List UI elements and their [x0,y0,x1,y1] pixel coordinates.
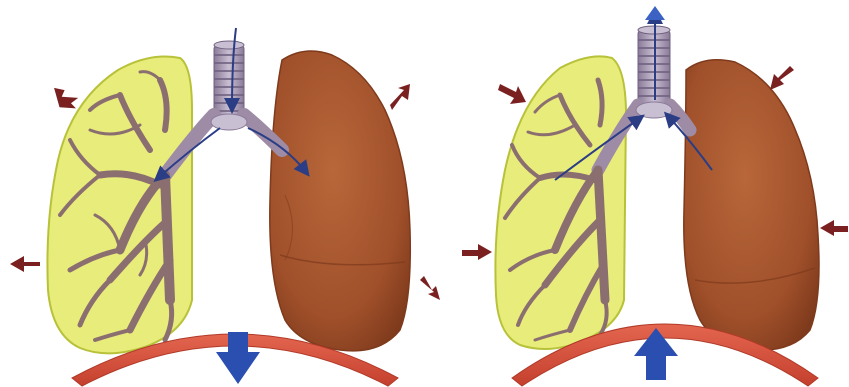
chest-arrow-in-upper-right [770,66,794,90]
right-lung-exhale [684,60,819,350]
chest-arrow-in-lower-right [820,220,848,236]
chest-arrow-upper-left [54,84,80,111]
chest-arrow-in-lower-left [462,244,492,260]
chest-arrow-upper-right [390,84,410,110]
trachea [214,41,244,120]
right-lung [270,51,410,351]
chest-arrow-in-upper-left [498,84,526,104]
chest-arrow-lower-right [420,276,440,300]
airflow-out-tip [645,6,665,20]
exhalation-panel [462,6,848,386]
chest-arrow-lower-left [10,256,40,272]
inhalation-panel [10,28,440,386]
